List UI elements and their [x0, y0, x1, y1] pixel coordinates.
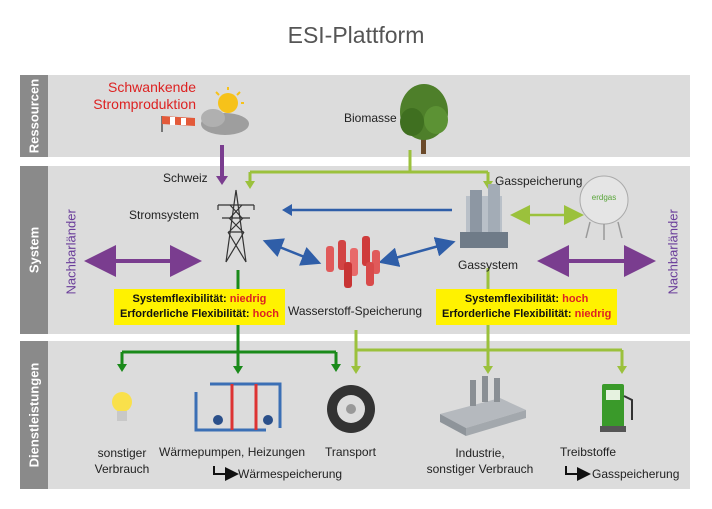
hydrogen-bottles-icon: [326, 236, 380, 288]
tire-icon: [327, 385, 375, 433]
gas-storage-tank-icon: erdgas: [579, 175, 629, 240]
heat-storage-label: Wärmespeicherung: [238, 467, 343, 481]
heat-pumps-label: Wärmepumpen, Heizungen: [159, 445, 306, 459]
industry-label: Industrie, sonstiger Verbrauch: [426, 446, 534, 476]
sun-cloud-icon: [201, 87, 249, 135]
switzerland-label: Schweiz: [163, 171, 208, 185]
power-pylon-icon: [217, 189, 255, 263]
flexibility-box-gas: Systemflexibilität: hoch Erforderliche F…: [436, 289, 618, 325]
gas-storage-label: Gasspeicherung: [495, 174, 583, 188]
light-bulb-icon: [112, 392, 132, 421]
biomass-label: Biomasse: [344, 111, 397, 125]
services-band-label: Dienstleistungen: [20, 341, 48, 489]
windsock-icon: [161, 116, 195, 132]
page-title: ESI-Plattform: [287, 22, 425, 48]
system-band-label: System: [20, 166, 48, 334]
power-system-label: Stromsystem: [129, 208, 200, 222]
fuel-pump-icon: [600, 384, 633, 432]
transport-label: Transport: [325, 445, 376, 459]
factory-icon: [440, 376, 526, 436]
gas-system-label: Gassystem: [458, 258, 519, 272]
heat-pump-pipes-icon: [194, 382, 282, 432]
gas-plant-icon: [460, 184, 508, 248]
resources-band-label: Ressourcen: [20, 75, 48, 157]
neighbors-right-label: Nachbarländer: [665, 209, 681, 295]
tree-icon: [400, 84, 448, 154]
hydrogen-storage-label: Wasserstoff-Speicherung: [288, 304, 423, 318]
other-use-label: sonstiger Verbrauch: [94, 446, 150, 476]
neighbors-left-label: Nachbarländer: [63, 209, 79, 295]
fuels-label: Treibstoffe: [560, 445, 617, 459]
flexibility-box-power: Systemflexibilität: niedrig Erforderlich…: [114, 289, 285, 325]
fluctuating-power-label: Schwankende Stromproduktion: [93, 79, 196, 112]
svg-text:erdgas: erdgas: [592, 193, 616, 202]
gas-storage-service-label: Gasspeicherung: [592, 467, 680, 481]
resources-band: Ressourcen: [20, 75, 690, 157]
